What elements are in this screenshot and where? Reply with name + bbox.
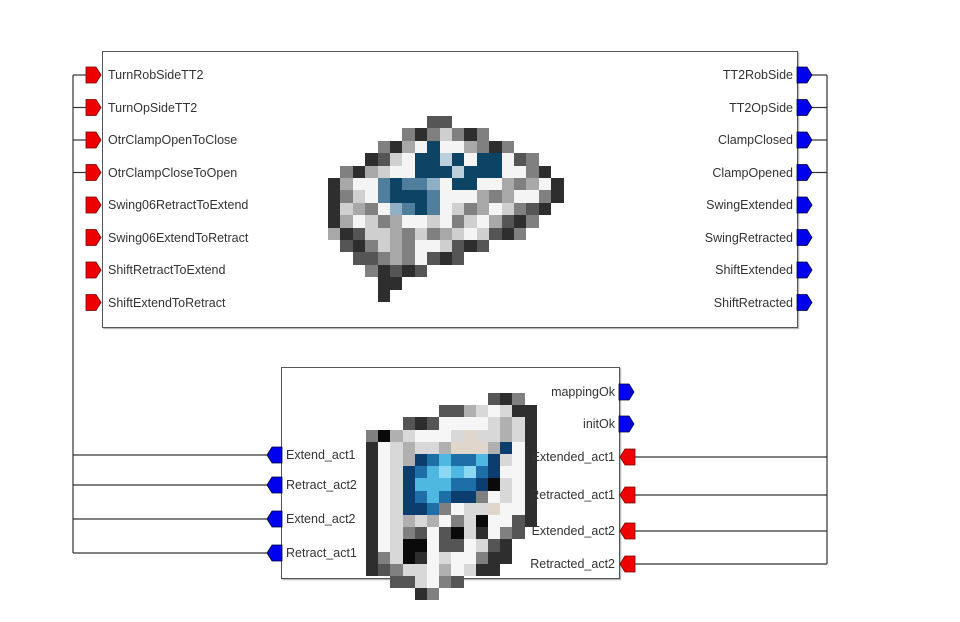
top-output-label: SwingExtended	[706, 198, 793, 212]
bottom-right-label: Retracted_act1	[530, 488, 615, 502]
bottom-right-port-initOk[interactable]	[618, 415, 635, 433]
top-output-label: TT2OpSide	[729, 100, 793, 115]
top-input-port-OtrClampOpenToClose[interactable]	[85, 131, 102, 149]
top-input-label: TurnOpSideTT2	[108, 100, 198, 115]
top-output-port-SwingRetracted[interactable]	[796, 229, 813, 246]
top-input-port-ShiftExtendToRetract[interactable]	[85, 294, 102, 311]
top-input-label: Swing06ExtendToRetract	[108, 230, 249, 245]
bottom-left-label: Retract_act2	[286, 478, 357, 492]
bottom-left-label: Retract_act1	[286, 546, 357, 560]
top-input-port-Swing06RetractToExtend[interactable]	[85, 196, 102, 214]
top-output-port-ClampClosed[interactable]	[796, 131, 813, 149]
bottom-right-port-Extended_act2[interactable]	[619, 522, 636, 540]
top-input-label: OtrClampCloseToOpen	[108, 165, 238, 180]
bottom-right-label: Extended_act1	[531, 450, 615, 464]
top-block[interactable]	[102, 51, 798, 328]
bottom-right-label: initOk	[583, 417, 615, 431]
top-output-port-SwingExtended[interactable]	[796, 196, 813, 214]
top-input-port-ShiftRetractToExtend[interactable]	[85, 261, 102, 279]
bottom-left-port-Retract_act2[interactable]	[266, 476, 283, 494]
bottom-right-label: Retracted_act2	[530, 557, 615, 571]
top-output-label: ClampClosed	[717, 133, 793, 147]
top-input-label: ShiftExtendToRetract	[108, 295, 226, 310]
top-output-port-ShiftExtended[interactable]	[796, 261, 813, 279]
top-output-label: ShiftExtended	[715, 263, 793, 277]
bottom-right-label: mappingOk	[551, 385, 615, 399]
top-output-label: ClampOpened	[712, 165, 793, 180]
top-output-port-TT2OpSide[interactable]	[796, 99, 813, 116]
bottom-left-port-Extend_act2[interactable]	[266, 510, 283, 528]
bottom-left-port-Retract_act1[interactable]	[266, 544, 283, 562]
top-input-label: OtrClampOpenToClose	[108, 133, 238, 147]
top-input-port-Swing06ExtendToRetract[interactable]	[85, 229, 102, 246]
top-output-label: SwingRetracted	[704, 230, 793, 245]
top-input-port-OtrClampCloseToOpen[interactable]	[85, 164, 102, 181]
top-input-label: Swing06RetractToExtend	[108, 198, 249, 212]
bottom-left-label: Extend_act2	[286, 512, 356, 526]
bottom-right-port-Retracted_act2[interactable]	[619, 555, 636, 573]
top-output-label: TT2RobSide	[722, 68, 793, 82]
bottom-left-port-Extend_act1[interactable]	[266, 446, 283, 464]
bottom-right-label: Extended_act2	[531, 524, 615, 538]
top-input-port-TurnOpSideTT2[interactable]	[85, 99, 102, 116]
bottom-block[interactable]	[281, 367, 620, 601]
bottom-left-label: Extend_act1	[286, 448, 356, 462]
pixel-monitor-icon	[366, 393, 537, 601]
top-output-port-TT2RobSide[interactable]	[796, 66, 813, 84]
bottom-right-port-mappingOk[interactable]	[618, 383, 635, 401]
bottom-right-port-Extended_act1[interactable]	[619, 448, 636, 466]
pixel-tray-icon	[328, 116, 576, 302]
top-input-port-TurnRobSideTT2[interactable]	[85, 66, 102, 84]
top-output-port-ShiftRetracted[interactable]	[796, 294, 813, 311]
top-input-label: ShiftRetractToExtend	[108, 263, 226, 277]
top-output-label: ShiftRetracted	[713, 295, 793, 310]
top-output-port-ClampOpened[interactable]	[796, 164, 813, 181]
top-input-label: TurnRobSideTT2	[108, 68, 204, 82]
bottom-right-port-Retracted_act1[interactable]	[619, 486, 636, 504]
